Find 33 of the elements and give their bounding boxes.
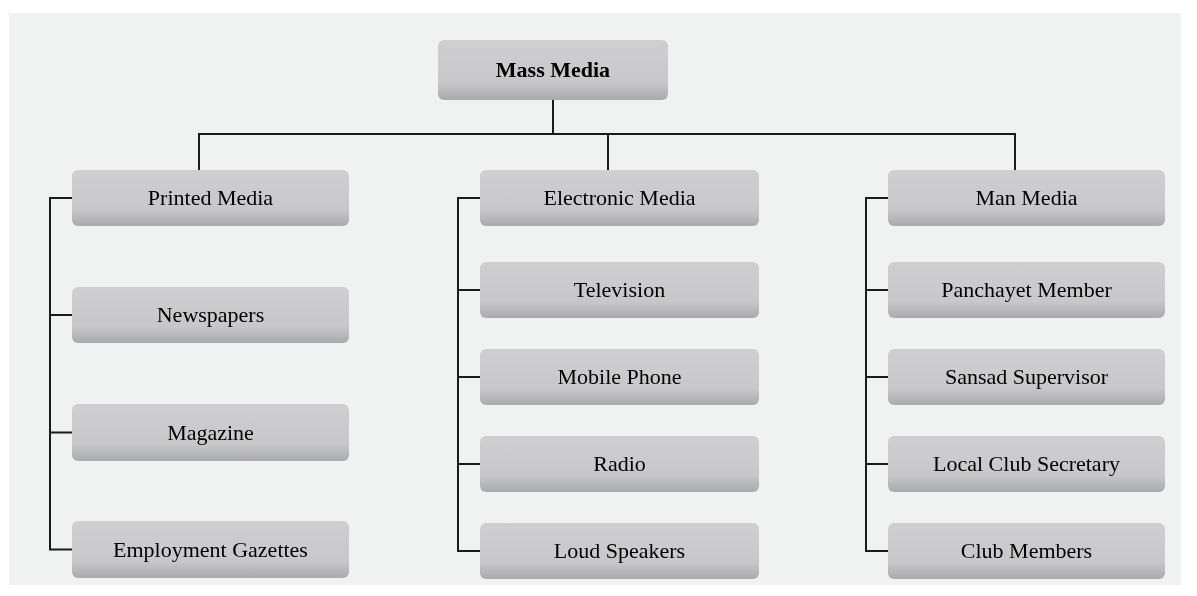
category-box	[888, 349, 1165, 405]
category-box	[888, 170, 1165, 226]
category-box	[480, 523, 759, 579]
connector-line	[457, 197, 481, 552]
node-label: Club Members	[960, 540, 1093, 562]
node-label: Electronic Media	[543, 187, 696, 209]
node-label: Employment Gazettes	[113, 538, 308, 561]
category-box	[480, 262, 759, 318]
node-label: Newspapers	[156, 304, 265, 326]
category-box	[72, 404, 349, 461]
category-box	[480, 349, 759, 405]
connector-line	[49, 197, 73, 551]
node-label: Radio	[593, 453, 646, 475]
node-label: Local Club Secretary	[933, 453, 1120, 475]
category-box	[72, 170, 349, 226]
node-label: Man Media	[975, 187, 1078, 209]
category-box	[480, 436, 759, 492]
category-box	[888, 436, 1165, 492]
category-box	[888, 262, 1165, 318]
category-box	[888, 523, 1165, 579]
root-box	[438, 40, 668, 100]
node-label: Loud Speakers	[553, 540, 686, 562]
node-label: Mobile Phone	[557, 366, 682, 388]
category-box	[480, 170, 759, 226]
category-box	[72, 287, 349, 343]
node-label: Television	[573, 279, 666, 301]
node-label: Printed Media	[147, 187, 274, 209]
node-label: Magazine	[167, 421, 254, 444]
node-label: Mass Media	[495, 59, 611, 81]
connector-line	[865, 197, 889, 552]
category-box	[72, 521, 349, 578]
node-label: Panchayet Member	[941, 279, 1112, 301]
node-label: Sansad Supervisor	[944, 366, 1109, 388]
